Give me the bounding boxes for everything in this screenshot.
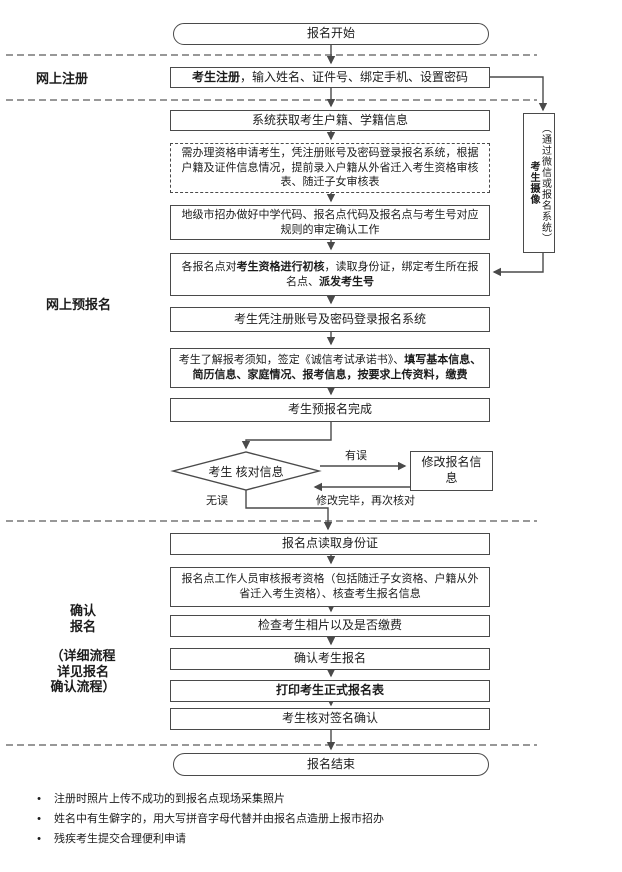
- node-text-bold: 填写基本信息、简历信息、家庭情况、报考信息，按要求上传资料，缴费: [192, 354, 482, 381]
- node-text-bold: 派发考生号: [319, 275, 374, 288]
- node-fill-information: 考生了解报考须知，签定《诚信考试承诺书》、填写基本信息、简历信息、家庭情况、报考…: [170, 348, 490, 388]
- node-site-initial-check: 各报名点对考生资格进行初核，读取身份证，绑定考生所在报名点、派发考生号: [170, 253, 490, 296]
- node-text-bold: 考生资格进行初核: [236, 260, 325, 273]
- section-label-online-preregister: 网上预报名: [46, 297, 112, 312]
- node-text-bold: 考生摄像: [528, 161, 539, 205]
- node-sign-confirm: 考生核对签名确认: [170, 708, 490, 730]
- confirm-label-line: 报名: [69, 618, 96, 634]
- node-qualification-apply: 需办理资格申请考生，凭注册账号及密码登录报名系统，根据户籍及证件信息情况，提前录…: [170, 143, 490, 193]
- node-modify-info: 修改报名信息: [410, 451, 493, 491]
- node-verify-info-decision: 考生 核对信息: [208, 465, 284, 479]
- node-start: 报名开始: [173, 23, 489, 45]
- confirm-label-line: 详见报名: [56, 663, 109, 679]
- node-check-photo-fee: 检查考生相片以及是否缴费: [170, 615, 490, 637]
- section-label-confirm-register: 确认 报名 （详细流程 详见报名 确认流程）: [28, 603, 138, 695]
- note-item: 姓名中有生僻字的，用大写拼音字母代替并由报名点造册上报市招办: [24, 810, 384, 826]
- node-preregister-done: 考生预报名完成: [170, 398, 490, 422]
- note-item: 注册时照片上传不成功的到报名点现场采集照片: [24, 790, 384, 806]
- note-text: 姓名中有生僻字的，用大写拼音字母代替并由报名点造册上报市招办: [54, 813, 384, 825]
- node-candidate-login: 考生凭注册账号及密码登录报名系统: [170, 307, 490, 332]
- footnotes: 注册时照片上传不成功的到报名点现场采集照片 姓名中有生僻字的，用大写拼音字母代替…: [24, 790, 384, 850]
- note-text: 注册时照片上传不成功的到报名点现场采集照片: [54, 793, 285, 805]
- node-candidate-photo: 考生摄像 （通过微信或报名系统）: [523, 113, 555, 253]
- confirm-label-line: 确认: [69, 603, 96, 618]
- node-text: ，读取身份证，绑定考生所在报名点、: [286, 260, 479, 288]
- note-text: 残疾考生提交合理便利申请: [54, 833, 186, 845]
- node-system-fetch-info: 系统获取考生户籍、学籍信息: [170, 110, 490, 131]
- node-text: （通过微信或报名系统）: [539, 122, 551, 244]
- node-text: ，输入姓名、证件号、绑定手机、设置密码: [240, 69, 469, 84]
- node-candidate-register: 考生注册，输入姓名、证件号、绑定手机、设置密码: [170, 67, 490, 88]
- note-item: 残疾考生提交合理便利申请: [24, 830, 384, 846]
- node-read-id-card: 报名点读取身份证: [170, 533, 490, 555]
- node-city-office-codes: 地级市招办做好中学代码、报名点代码及报名点与考生号对应规则的审定确认工作: [170, 205, 490, 240]
- edge-label-modified-recheck: 修改完毕，再次核对: [316, 495, 415, 507]
- node-text: 各报名点对: [181, 260, 237, 273]
- node-staff-check: 报名点工作人员审核报考资格（包括随迁子女资格、户籍从外省迁入考生资格）、核查考生…: [170, 567, 490, 607]
- confirm-label-line: 确认流程）: [50, 679, 116, 694]
- edge-label-no-error: 无误: [206, 495, 228, 507]
- edge-label-has-error: 有误: [345, 450, 367, 462]
- node-end: 报名结束: [173, 753, 489, 776]
- node-confirm-register: 确认考生报名: [170, 648, 490, 670]
- node-text-bold: 考生注册: [191, 69, 240, 84]
- node-text: 考生了解报考须知，签定《诚信考试承诺书》、: [178, 354, 405, 367]
- node-print-form: 打印考生正式报名表: [170, 680, 490, 702]
- section-label-online-register: 网上注册: [36, 71, 89, 86]
- confirm-label-line: （详细流程: [50, 648, 116, 663]
